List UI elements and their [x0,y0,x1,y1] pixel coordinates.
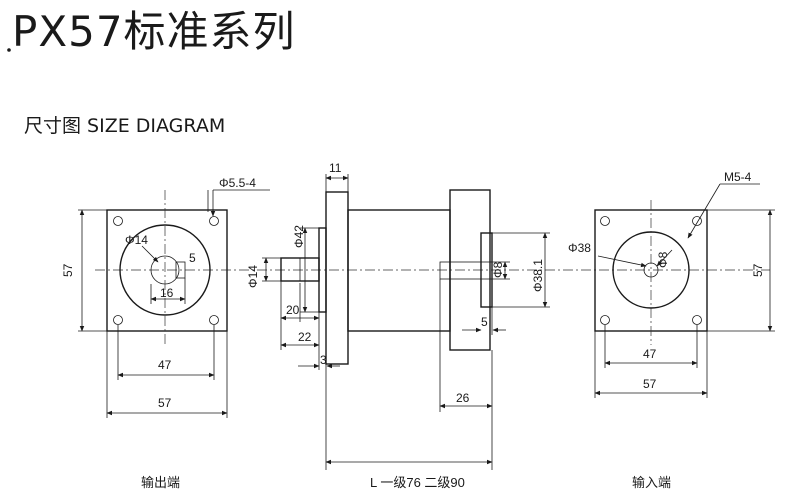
output-hole-callout: Φ5.5-4 [219,176,256,190]
input-pilot-callout: Φ38 [568,241,591,255]
flange-thickness-label: 11 [329,161,342,175]
input-flange [449,189,491,351]
side-view: 11 Φ42 Φ14 20 22 3 Φ8 Φ38.1 [246,161,550,490]
output-end-view: Φ5.5-4 Φ14 5 16 57 47 57 输出端 [61,176,270,490]
input-end-caption: 输入端 [632,475,671,490]
pilot-diameter-label: Φ42 [292,225,306,248]
mounting-hole [209,216,219,226]
length-note: L 一级76 二级90 [370,475,465,490]
mounting-hole [600,216,610,226]
input-width-label: 57 [643,377,657,391]
diagram-subtitle: 尺寸图 SIZE DIAGRAM [24,115,226,137]
mounting-hole [113,315,123,325]
output-key-height-label: 16 [160,286,174,300]
gearbox-body [347,209,451,332]
input-side-label: 57 [751,263,765,277]
input-screw-callout: M5-4 [724,170,752,184]
key-length-label: 20 [286,303,300,317]
output-side-label: 57 [61,263,75,277]
output-flange-square [106,209,228,332]
input-bore-label: Φ8 [491,261,505,278]
shaft-diameter-label: Φ14 [246,265,260,288]
pilot-depth-label: 3 [320,353,327,367]
output-hole-spacing-label: 47 [158,358,172,372]
input-length-label: 26 [456,391,470,405]
output-width-label: 57 [158,396,172,410]
output-end-caption: 输出端 [141,475,180,490]
mounting-hole [600,315,610,325]
output-pilot-circle [119,224,211,316]
mounting-hole [209,315,219,325]
mounting-hole [692,315,702,325]
mounting-hole [692,216,702,226]
output-bore-label: Φ14 [125,233,148,247]
input-end-view: M5-4 Φ38 Φ8 57 47 57 输入端 [568,170,775,490]
output-flange [325,191,349,365]
mounting-hole [113,216,123,226]
input-hole-spacing-label: 47 [643,347,657,361]
input-shaft [439,261,493,280]
input-pilot-depth-label: 5 [481,315,488,329]
output-key-width-label: 5 [189,251,196,265]
output-keyway [175,261,186,279]
shaft-length-label: 22 [298,330,312,344]
input-pilot [480,232,493,308]
input-pilot-label: Φ38.1 [531,259,545,292]
page-title: PX57标准系列 [12,7,296,56]
